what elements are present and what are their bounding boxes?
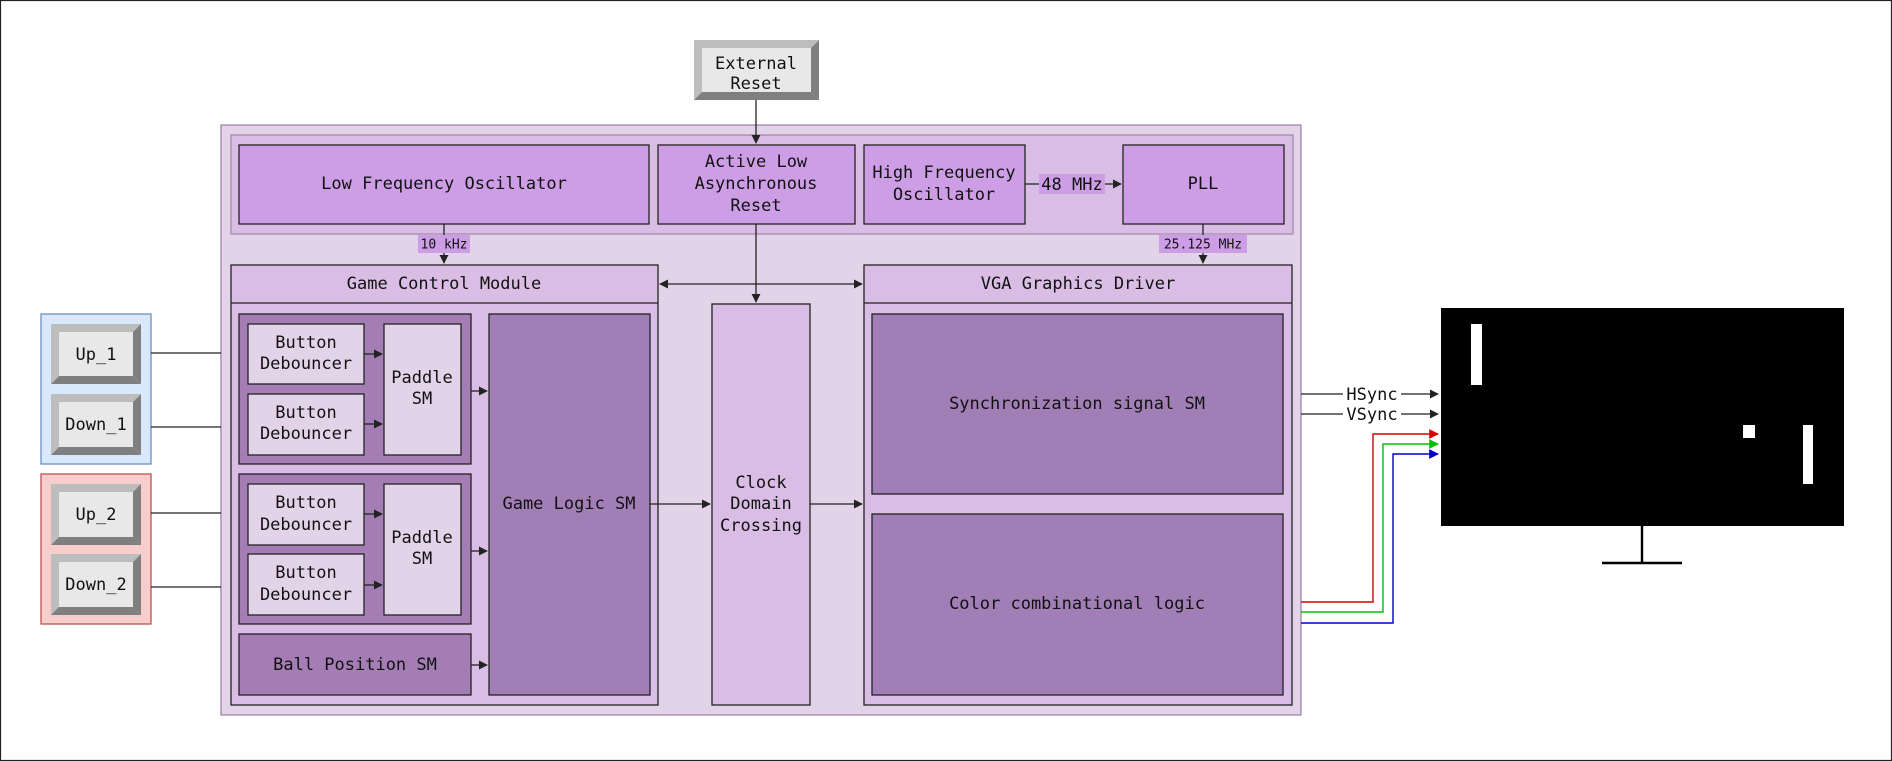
async-reset-block: Active Low Asynchronous Reset <box>657 144 856 225</box>
color-logic: Color combinational logic <box>871 513 1284 696</box>
up-2-label: Up_2 <box>76 505 117 525</box>
cdc-line2: Domain <box>730 494 791 514</box>
right-paddle <box>1803 425 1813 484</box>
hfo-freq-label: 48 MHz <box>1041 175 1102 195</box>
hfo-freq-badge <box>1039 174 1105 194</box>
lfo-freq-label: 10 kHz <box>421 238 468 253</box>
up-1-label: Up_1 <box>76 345 117 365</box>
external-reset-button[interactable]: External Reset <box>694 40 819 100</box>
hfo-label-line2: Oscillator <box>893 185 995 205</box>
color-logic-label: Color combinational logic <box>949 594 1205 614</box>
lfo-freq-badge <box>418 235 470 253</box>
sync-label: Synchronization signal SM <box>949 394 1205 414</box>
lfo-label: Low Frequency Oscillator <box>321 174 567 194</box>
down-1-label: Down_1 <box>65 415 126 435</box>
paddle-group-2: Button Debouncer Button Debouncer Paddle… <box>238 473 472 625</box>
debouncer-1-line1: Button <box>275 333 336 353</box>
ball-position-sm: Ball Position SM <box>238 633 472 696</box>
clock-domain-crossing: Clock Domain Crossing <box>711 303 811 706</box>
low-frequency-oscillator-block: Low Frequency Oscillator <box>238 144 650 225</box>
up-2-button[interactable]: Up_2 <box>51 484 141 545</box>
paddle-sm-2: Paddle SM <box>383 483 462 616</box>
external-reset-line1: External <box>715 54 797 74</box>
external-reset-line2: Reset <box>730 74 781 94</box>
game-logic-label: Game Logic SM <box>502 494 635 514</box>
up-1-button[interactable]: Up_1 <box>51 324 141 384</box>
sync-signal-sm: Synchronization signal SM <box>871 313 1284 495</box>
pll-freq-badge <box>1159 235 1247 253</box>
hfo-label-line1: High Frequency <box>872 163 1015 183</box>
reset-label-line3: Reset <box>730 196 781 216</box>
ball-position-label: Ball Position SM <box>273 655 437 675</box>
button-debouncer-3: Button Debouncer <box>247 483 365 546</box>
paddle-sm-1-line1: Paddle <box>391 368 452 388</box>
red-wire <box>1301 429 1439 603</box>
button-debouncer-1: Button Debouncer <box>247 323 365 385</box>
hsync-label: HSync <box>1346 385 1397 405</box>
pll-label: PLL <box>1188 174 1219 194</box>
left-paddle <box>1471 324 1482 385</box>
high-frequency-oscillator-block: High Frequency Oscillator <box>863 144 1026 225</box>
game-logic-sm: Game Logic SM <box>488 313 651 696</box>
cdc-line3: Crossing <box>720 516 802 536</box>
vga-title: VGA Graphics Driver <box>981 274 1175 294</box>
paddle-sm-1-line2: SM <box>412 389 432 409</box>
monitor-screen <box>1441 308 1844 526</box>
debouncer-4-line2: Debouncer <box>260 585 352 605</box>
cdc-line1: Clock <box>735 473 786 493</box>
debouncer-4-line1: Button <box>275 563 336 583</box>
hsync-label-bg <box>1343 386 1401 402</box>
pll-block: PLL <box>1122 144 1285 225</box>
ball <box>1743 425 1755 438</box>
game-control-title: Game Control Module <box>347 274 541 294</box>
debouncer-3-line2: Debouncer <box>260 515 352 535</box>
debouncer-2-line2: Debouncer <box>260 424 352 444</box>
debouncer-2-line1: Button <box>275 403 336 423</box>
debouncer-1-line2: Debouncer <box>260 354 352 374</box>
paddle-sm-1: Paddle SM <box>383 323 462 456</box>
down-2-label: Down_2 <box>65 575 126 595</box>
button-debouncer-4: Button Debouncer <box>247 553 365 616</box>
reset-label-line2: Asynchronous <box>695 174 818 194</box>
vga-monitor <box>1441 308 1844 565</box>
debouncer-3-line1: Button <box>275 493 336 513</box>
down-1-button[interactable]: Down_1 <box>51 394 141 455</box>
paddle-group-1: Button Debouncer Button Debouncer Paddle… <box>238 313 472 465</box>
button-debouncer-2: Button Debouncer <box>247 393 365 456</box>
vsync-label: VSync <box>1346 405 1397 425</box>
vsync-label-bg <box>1343 406 1401 422</box>
blue-wire <box>1301 449 1439 624</box>
down-2-button[interactable]: Down_2 <box>51 554 141 615</box>
reset-label-line1: Active Low <box>705 152 808 172</box>
pll-freq-label: 25.125 MHz <box>1164 238 1242 253</box>
paddle-sm-2-line1: Paddle <box>391 528 452 548</box>
green-wire <box>1301 439 1439 613</box>
paddle-sm-2-line2: SM <box>412 549 432 569</box>
